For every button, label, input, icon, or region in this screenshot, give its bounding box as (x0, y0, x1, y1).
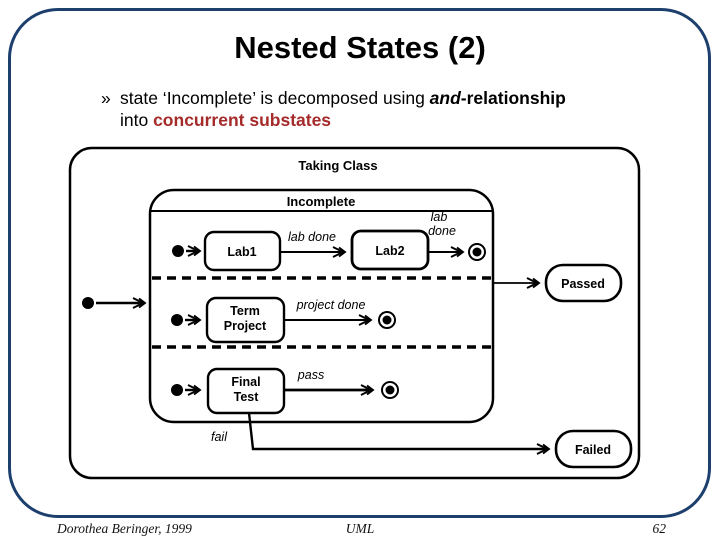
bullet-marker: » (101, 88, 111, 108)
final-state-region1-inner (472, 247, 482, 257)
slide-border (8, 8, 711, 518)
lab1-label: Lab1 (227, 245, 256, 259)
final-state-region2-inner (382, 315, 392, 325)
initial-state-dot-outer (82, 297, 94, 309)
passed-state (544, 263, 623, 303)
bullet-text-normal: state ‘Incomplete’ is decomposed using (120, 88, 430, 108)
footer-author: Dorothea Beringer, 1999 (57, 521, 192, 536)
footer-center: UML (345, 521, 375, 536)
bullet-text-and: and (429, 88, 461, 108)
term-project-state (205, 296, 286, 344)
final-state-region3-inner (385, 385, 395, 395)
transition-fail-label: fail (211, 430, 228, 444)
initial-state-dot-region1 (172, 245, 184, 257)
transition-lab-done-2-label-line1: lab (431, 210, 448, 224)
lab2-state (350, 229, 430, 271)
final-test-label-line1: Final (231, 375, 260, 389)
final-state-region2-outer (378, 311, 396, 329)
transition-lab-done-2-label-line2: done (428, 224, 456, 238)
statechart-diagram: Taking Class Incomplete Lab1 lab done La… (68, 146, 641, 480)
taking-class-label: Taking Class (298, 158, 377, 173)
footer-page-number: 62 (652, 521, 667, 536)
failed-label: Failed (575, 443, 611, 457)
final-test-label-line2: Test (234, 390, 260, 404)
passed-label: Passed (561, 277, 605, 291)
term-project-label-line2: Project (224, 319, 267, 333)
initial-state-dot-region3 (171, 384, 183, 396)
initial-state-dot-region2 (171, 314, 183, 326)
final-state-region1-outer (468, 243, 486, 261)
bullet-text-highlight: concurrent substates (153, 110, 332, 130)
transition-project-done-label: project done (296, 298, 366, 312)
bullet-text-relationship: -relationship (460, 88, 566, 108)
transition-lab-done-1-label: lab done (288, 230, 336, 244)
term-project-label-line1: Term (230, 304, 260, 318)
failed-state (554, 429, 633, 469)
lab2-label: Lab2 (375, 244, 404, 258)
bullet-text: state ‘Incomplete’ is decomposed using a… (120, 87, 681, 131)
bullet-text-into: into (120, 110, 154, 130)
transition-pass-label: pass (297, 368, 324, 382)
incomplete-label: Incomplete (287, 194, 356, 209)
lab1-state (203, 230, 282, 272)
transition-fail (247, 412, 551, 455)
bullet-item: » state ‘Incomplete’ is decomposed using… (101, 87, 681, 131)
page-title: Nested States (2) (234, 30, 486, 65)
final-state-region3-outer (381, 381, 399, 399)
